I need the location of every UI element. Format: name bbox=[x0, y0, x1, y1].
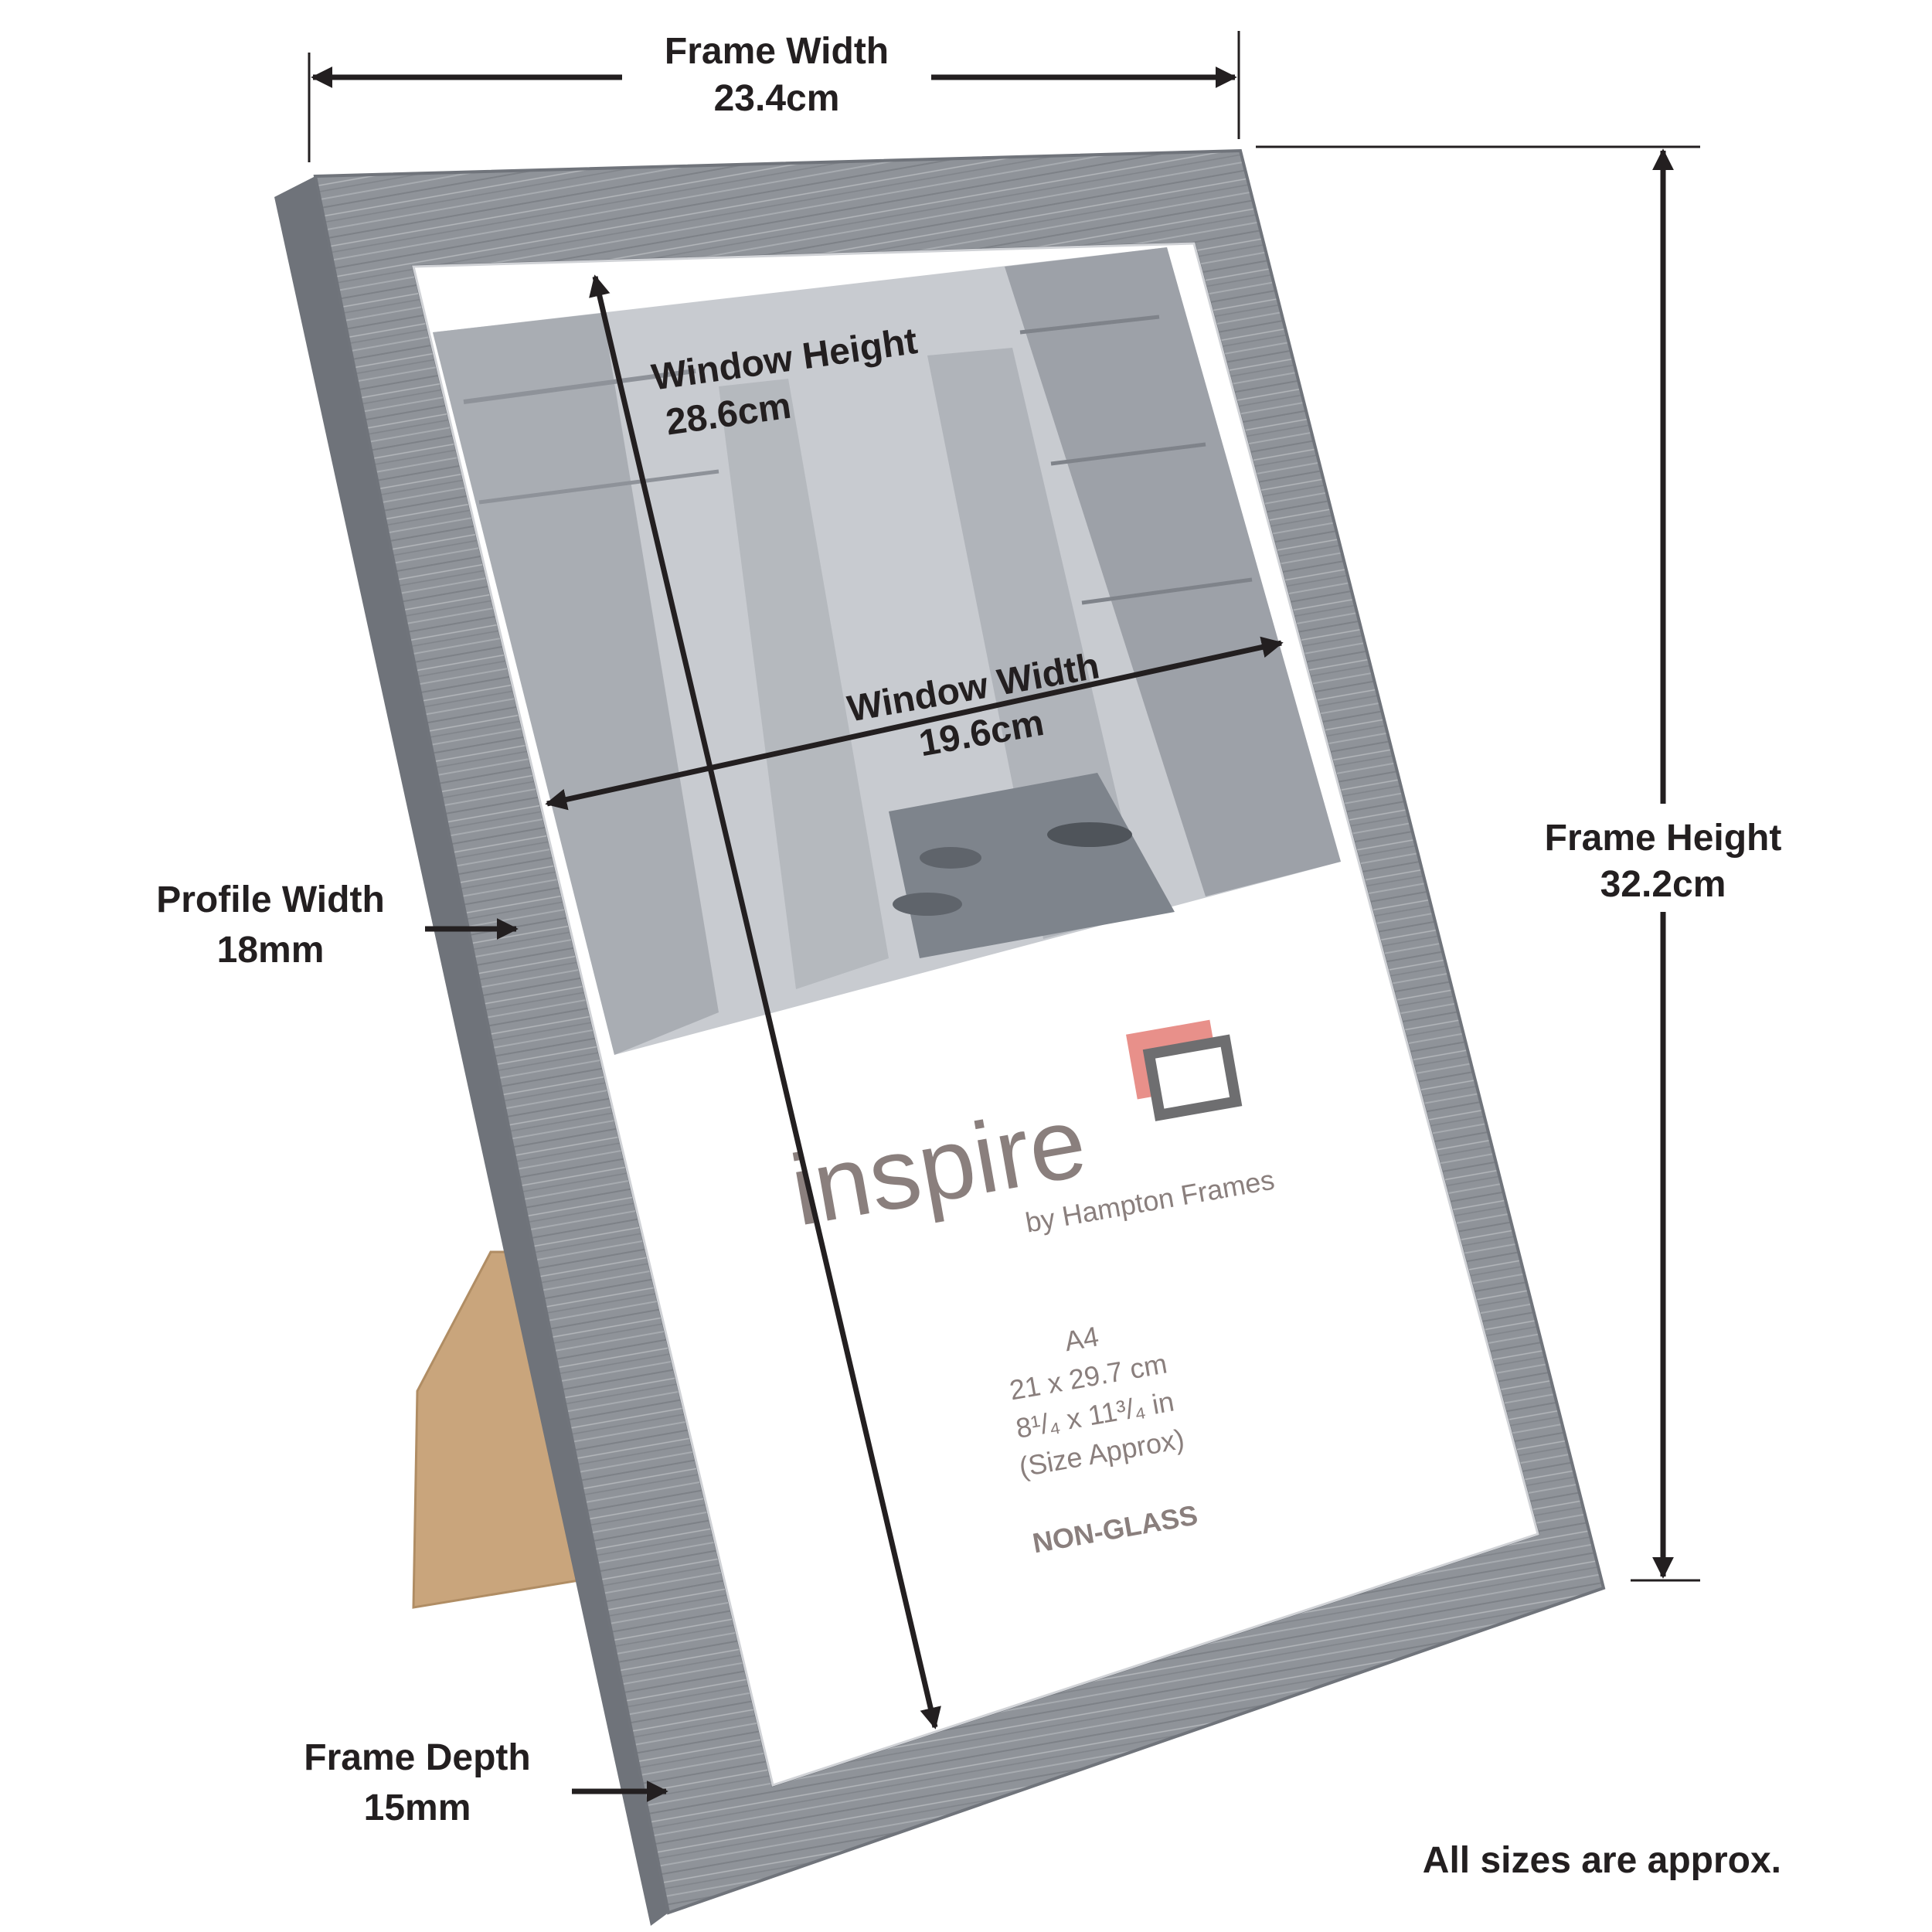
window-height-arrow bbox=[589, 274, 941, 1730]
window-width-arrow bbox=[545, 636, 1284, 811]
frame-depth-label: Frame Depth bbox=[304, 1737, 530, 1778]
frame-height-value: 32.2cm bbox=[1600, 864, 1726, 905]
frame-width-label: Frame Width bbox=[665, 31, 889, 72]
profile-width-value: 18mm bbox=[217, 930, 325, 971]
frame-side-edge bbox=[274, 176, 668, 1926]
size-name: A4 bbox=[1062, 1320, 1100, 1357]
brand-logo-box-icon bbox=[1142, 1034, 1243, 1121]
profile-width-label: Profile Width bbox=[156, 879, 385, 920]
frame-height-label: Frame Height bbox=[1545, 818, 1782, 859]
frame-width-value: 23.4cm bbox=[714, 78, 840, 119]
frame-depth-value: 15mm bbox=[364, 1787, 471, 1828]
approx-sizes-note: All sizes are approx. bbox=[1423, 1840, 1781, 1881]
